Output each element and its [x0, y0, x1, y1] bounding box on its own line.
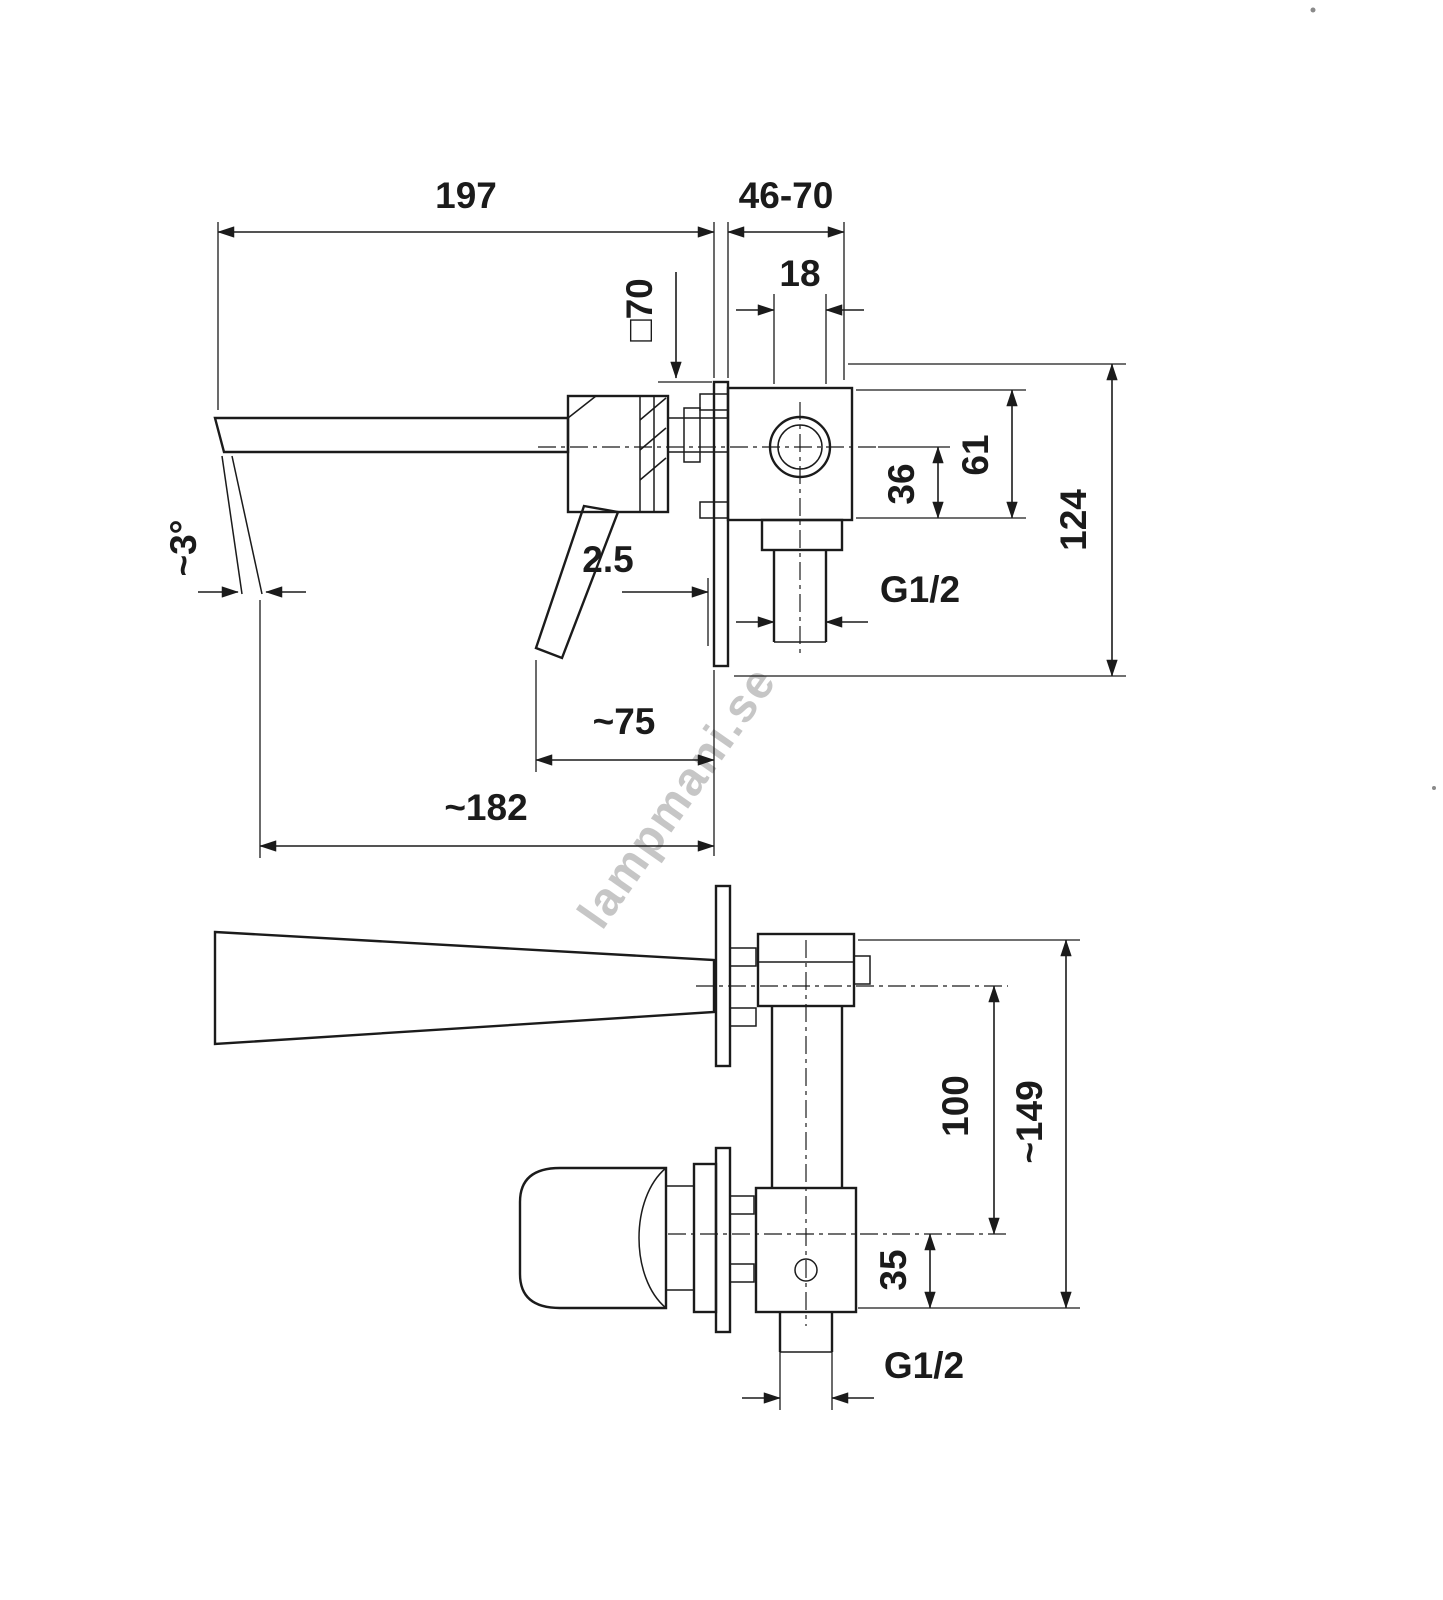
scan-artifact-dot [1310, 7, 1316, 13]
dim-wall-depth-label: 46-70 [739, 175, 834, 216]
spout-side [213, 416, 570, 454]
dim-body-height-label: 61 [955, 434, 996, 475]
dim-gap-label: 2.5 [582, 539, 633, 580]
dim-spout-angle-label: ~3° [163, 520, 204, 577]
dim-thread-bottom-label: G1/2 [884, 1345, 964, 1386]
dim-spout-reach-label: ~182 [444, 787, 527, 828]
dim-handle-reach-label: ~75 [593, 701, 656, 742]
watermark-text: lampmani.se [567, 656, 786, 938]
retaining-clip [794, 1258, 818, 1282]
bottom-view-dimensions: 100 ~149 35 G1/2 [742, 939, 1080, 1410]
mixer-body-side [566, 394, 670, 514]
dim-axis-distance-label: 100 [935, 1075, 976, 1137]
dim-plate-square-label: □70 [619, 278, 660, 342]
spout-plate [714, 884, 732, 1068]
wall-plate-side [712, 380, 730, 668]
dim-body-total-height-label: ~149 [1009, 1080, 1050, 1163]
lever-handle-side [534, 504, 620, 660]
scan-artifact-dot [1432, 786, 1436, 790]
dim-outlet-offset-label: 36 [881, 463, 922, 504]
dim-outlet-offset-bottom-label: 35 [873, 1249, 914, 1290]
valve-body-side [726, 386, 854, 522]
side-view-dimensions: 197 46-70 18 □70 61 36 124 2.5 [163, 175, 1126, 858]
handle-rosette [692, 1162, 718, 1314]
side-view-geometry [213, 380, 878, 668]
dim-inlet-width-label: 18 [779, 253, 820, 294]
dim-spout-length-label: 197 [435, 175, 497, 216]
dim-total-height-label: 124 [1053, 489, 1094, 551]
handle-knob [518, 1166, 668, 1310]
dim-thread-top-label: G1/2 [880, 569, 960, 610]
bottom-view-geometry [213, 884, 1008, 1353]
spout-plan [213, 930, 716, 1046]
handle-plate [714, 1146, 732, 1334]
